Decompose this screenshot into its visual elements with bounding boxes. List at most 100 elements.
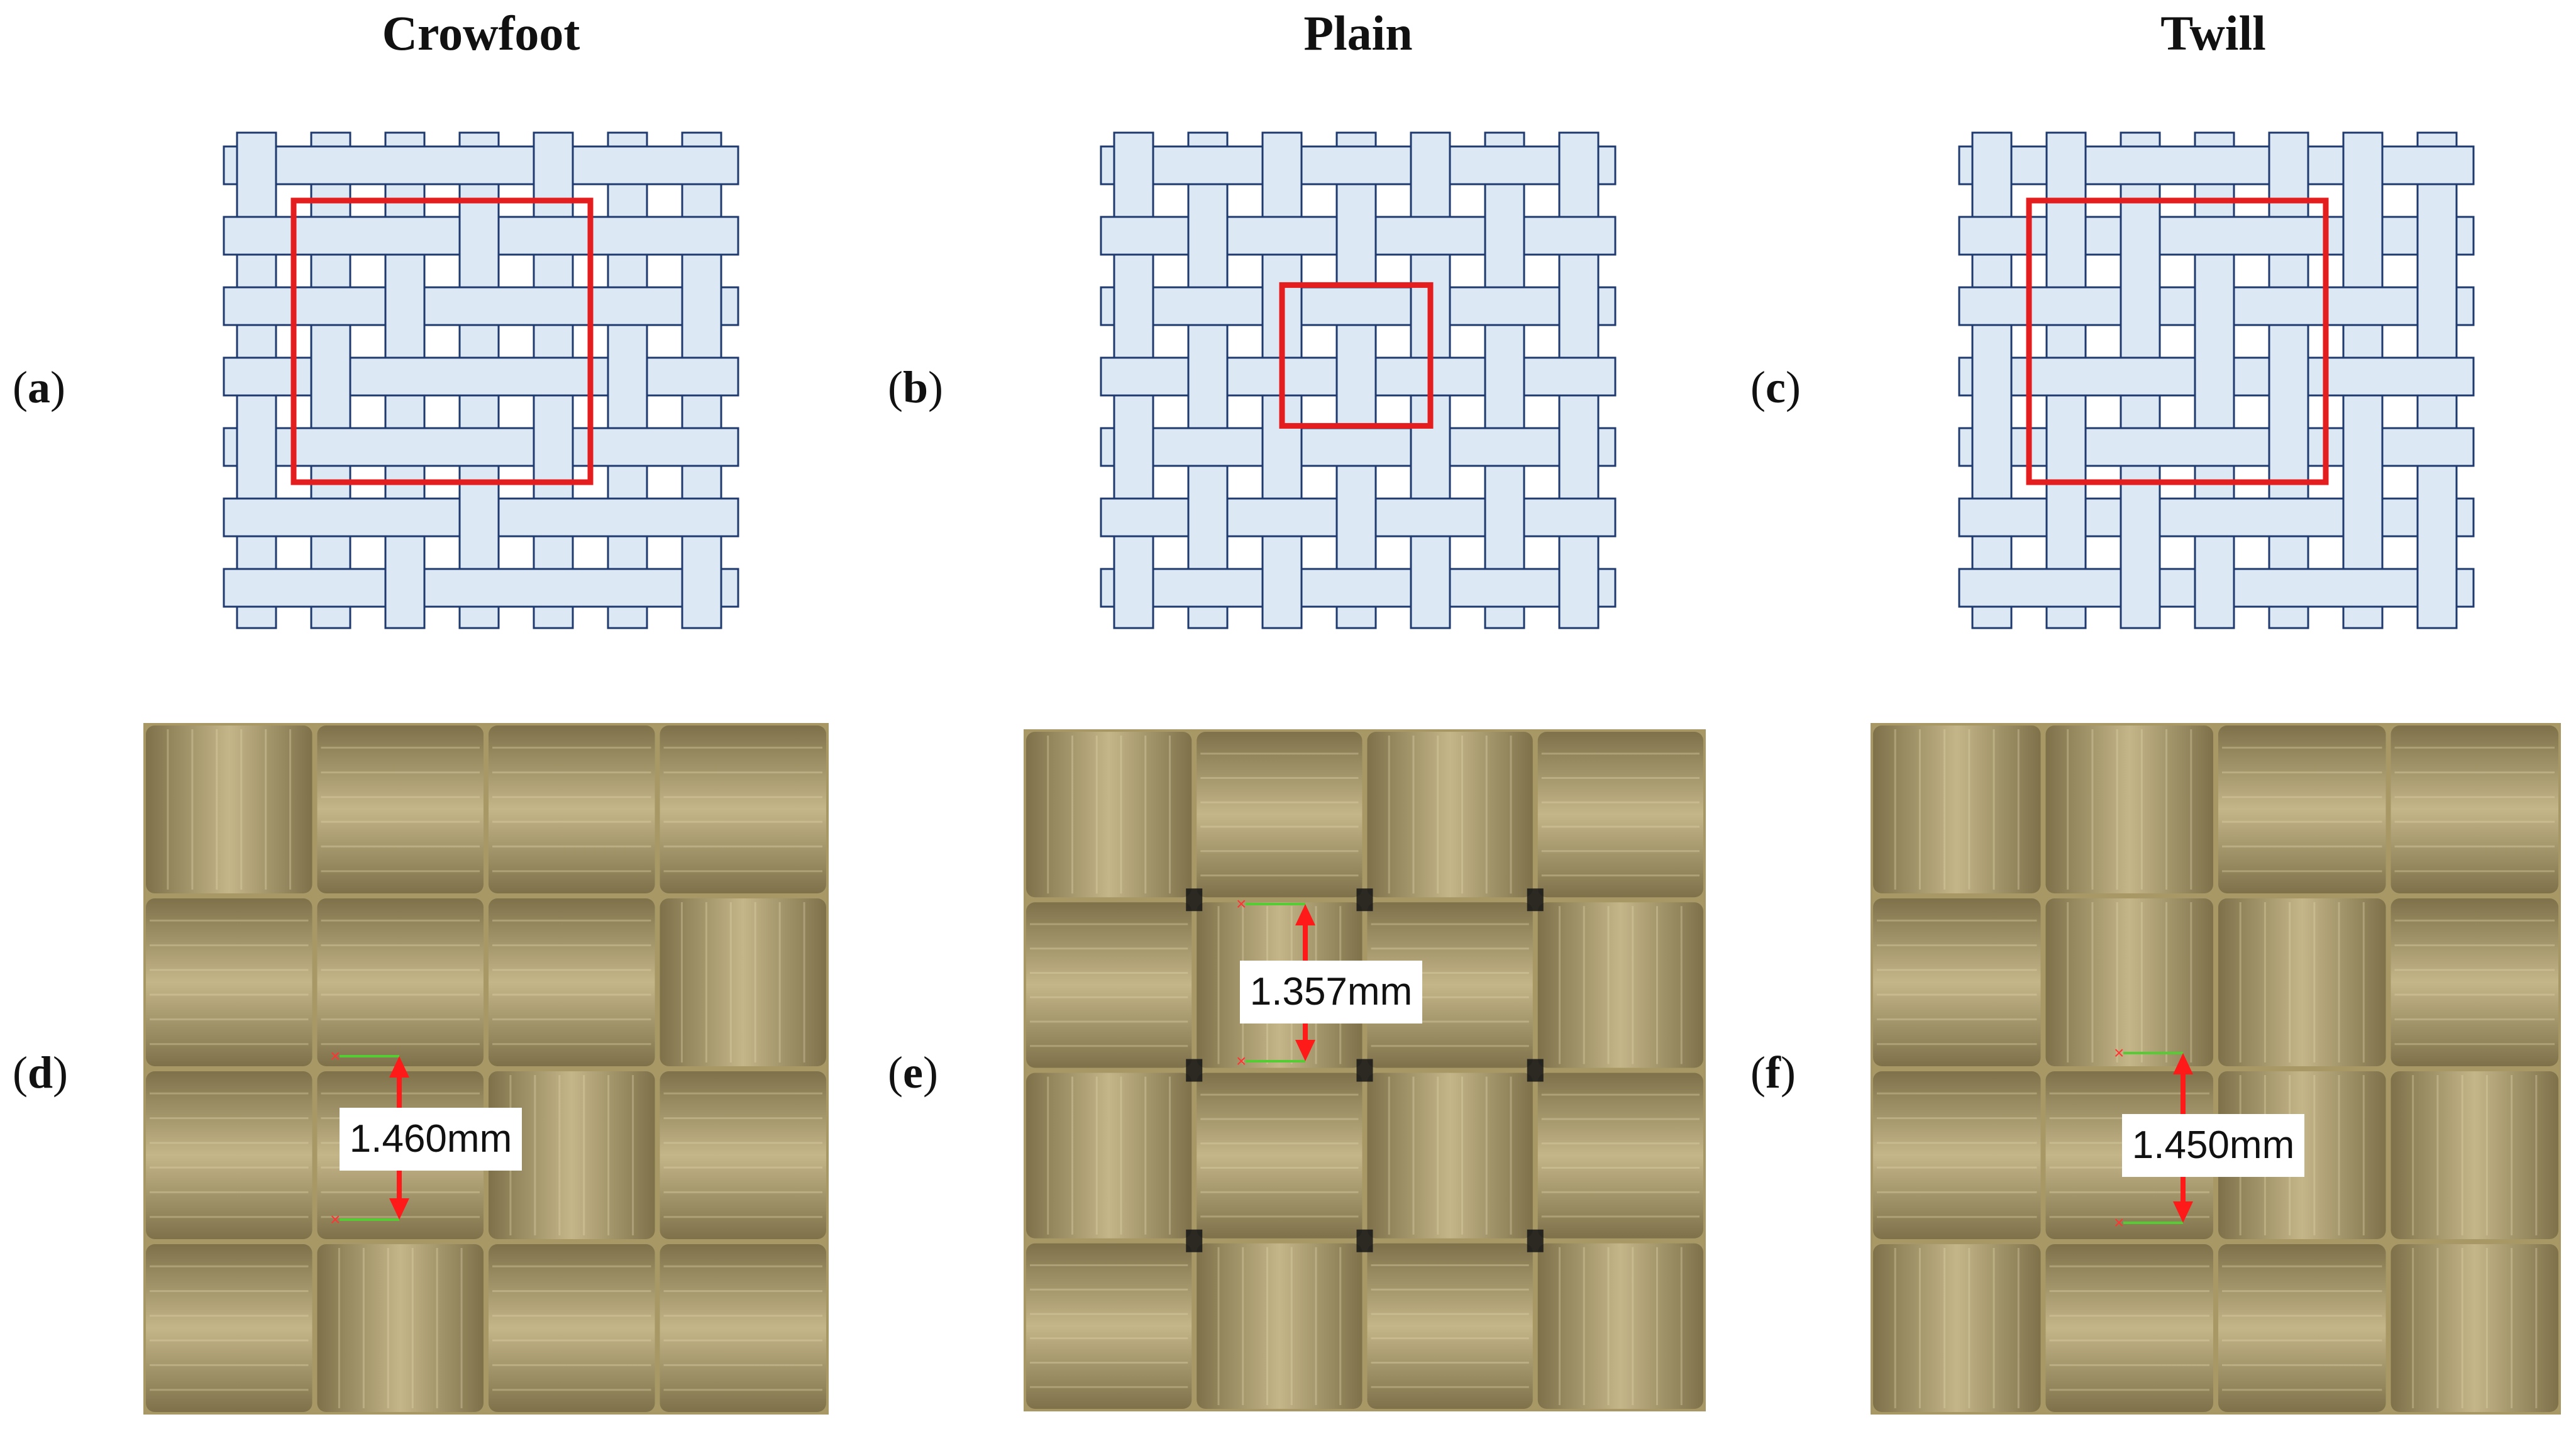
- weft-crossing: [384, 428, 426, 466]
- weft-tow: [2218, 1244, 2386, 1412]
- weft-crossing: [1186, 146, 1229, 184]
- weft-crossing: [532, 499, 575, 536]
- weft-crossing: [1483, 146, 1526, 184]
- weft-crossing: [1557, 358, 1600, 395]
- weft-crossing: [2119, 358, 2162, 395]
- weft-crossing: [1557, 217, 1600, 255]
- warp-tow: [1197, 1243, 1363, 1409]
- column-title-twill: Twill: [2160, 6, 2266, 60]
- weave-diagram-plain: [1100, 131, 1617, 629]
- weft-crossing: [2193, 217, 2236, 255]
- weft-crossing: [1483, 428, 1526, 466]
- weft-tow: [1197, 1073, 1363, 1239]
- weft-crossing: [606, 428, 649, 466]
- weft-tow: [1537, 732, 1703, 898]
- weft-crossing: [1335, 569, 1378, 607]
- warp-yarn: [310, 131, 351, 629]
- fabric-photo-crowfoot: ××: [143, 723, 829, 1415]
- weft-crossing: [532, 287, 575, 325]
- weft-tow: [1873, 898, 2041, 1066]
- weft-tow: [317, 726, 484, 893]
- weft-tow: [660, 1244, 826, 1412]
- weft-tow: [2391, 898, 2558, 1066]
- weft-tow: [1873, 1071, 2041, 1239]
- resin-gap: [1527, 1229, 1544, 1252]
- weft-crossing: [2416, 358, 2458, 395]
- weft-crossing: [235, 287, 278, 325]
- weft-crossing: [2193, 146, 2236, 184]
- weft-crossing: [384, 499, 426, 536]
- yarn-layer: [1958, 131, 2475, 629]
- weft-crossing: [1186, 287, 1229, 325]
- dimension-arrow-head-up: [389, 1056, 409, 1078]
- panel-label-c: (c): [1750, 362, 1801, 412]
- weft-tow: [660, 726, 826, 893]
- panel-label-b: (b): [888, 362, 944, 412]
- unit-cell-outline: [1279, 282, 1434, 429]
- weft-tow: [1026, 1243, 1192, 1409]
- panel-label-f: (f): [1750, 1047, 1796, 1098]
- warp-tow: [2045, 726, 2213, 893]
- weft-crossing: [309, 217, 352, 255]
- warp-tow: [1537, 1243, 1703, 1409]
- resin-gap: [1527, 1059, 1544, 1082]
- warp-tow: [317, 1244, 484, 1412]
- dimension-arrow-head-up: [2173, 1053, 2193, 1074]
- dimension-arrow-head-down: [2173, 1201, 2193, 1223]
- weft-crossing: [235, 358, 278, 395]
- weft-crossing: [680, 217, 723, 255]
- weft-crossing: [606, 146, 649, 184]
- weft-crossing: [1483, 569, 1526, 607]
- warp-tow: [1026, 732, 1192, 898]
- weft-tow: [146, 898, 312, 1066]
- weft-crossing: [680, 499, 723, 536]
- resin-gap: [1527, 888, 1544, 912]
- weft-crossing: [606, 499, 649, 536]
- cross-marker: ×: [330, 1210, 340, 1229]
- warp-yarn: [1187, 131, 1229, 629]
- yarn-layer: [1100, 131, 1617, 629]
- weft-crossing: [384, 217, 426, 255]
- weft-tow: [1026, 902, 1192, 1068]
- weft-crossing: [2341, 287, 2384, 325]
- fabric-tows: [146, 726, 826, 1412]
- resin-gap: [1356, 1229, 1373, 1252]
- panel-label-e: (e): [888, 1047, 938, 1098]
- weft-tow: [146, 1071, 312, 1239]
- weft-crossing: [2045, 287, 2087, 325]
- dimension-arrow-head-down: [1295, 1040, 1315, 1061]
- weft-crossing: [1261, 217, 1303, 255]
- weft-crossing: [1483, 287, 1526, 325]
- warp-tow: [1873, 1244, 2041, 1412]
- weft-crossing: [2045, 358, 2087, 395]
- weft-tow: [317, 898, 484, 1066]
- measurement-label-plain: 1.357mm: [1240, 961, 1422, 1023]
- weft-crossing: [680, 358, 723, 395]
- weft-tow: [1367, 1243, 1533, 1409]
- yarn-layer: [223, 131, 739, 629]
- warp-tow: [489, 1071, 655, 1239]
- cross-marker: ×: [1236, 894, 1246, 913]
- weft-crossing: [458, 287, 500, 325]
- cross-marker: ×: [1236, 1051, 1246, 1071]
- warp-tow: [1537, 902, 1703, 1068]
- resin-gap: [1186, 888, 1203, 912]
- fabric-photo-plain: ××: [1024, 729, 1706, 1411]
- weft-crossing: [384, 358, 426, 395]
- weft-crossing: [2341, 358, 2384, 395]
- weft-crossing: [2267, 569, 2310, 607]
- weft-crossing: [1557, 499, 1600, 536]
- weft-tow: [1537, 1073, 1703, 1239]
- weft-crossing: [1186, 569, 1229, 607]
- warp-yarn: [1484, 131, 1525, 629]
- weft-crossing: [1186, 428, 1229, 466]
- warp-tow: [2218, 898, 2386, 1066]
- weft-crossing: [1971, 499, 2013, 536]
- weft-tow: [660, 1071, 826, 1239]
- warp-yarn: [2194, 131, 2235, 629]
- weft-crossing: [235, 569, 278, 607]
- weft-crossing: [680, 428, 723, 466]
- warp-tow: [1873, 726, 2041, 893]
- warp-tow: [146, 726, 312, 893]
- weft-crossing: [309, 428, 352, 466]
